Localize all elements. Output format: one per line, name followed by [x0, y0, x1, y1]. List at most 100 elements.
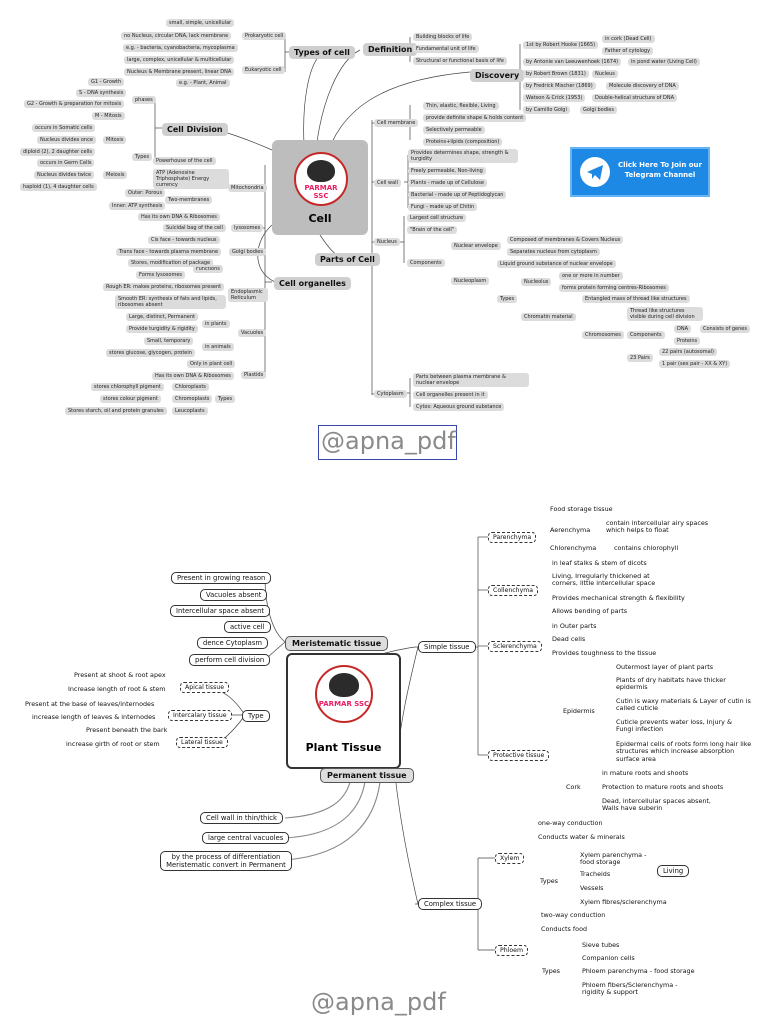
prok-item-1: small, simple, unicellular	[166, 19, 235, 27]
epi-item-1: Outermost layer of plant parts	[616, 663, 714, 671]
er-item-1: Rough ER: makes proteins, ribosomes pres…	[103, 283, 225, 291]
xylem-type-4: Xylem fibres/sclerenchyma	[580, 898, 667, 906]
lysosomes-node: lysosomes	[231, 224, 264, 232]
plant-title: Plant Tissue	[305, 741, 382, 754]
par-item-1: Food storage tissue	[550, 505, 613, 513]
type-node: Type	[242, 710, 270, 722]
chloro-desc: stores chlorophyll pigment	[91, 383, 164, 391]
perm-item-1: Cell wall in thin/thick	[200, 812, 283, 824]
scl-item-2: Dead cells	[552, 635, 586, 643]
disc-item-2: by Antonie van Leeuwenhoek (1674)	[523, 58, 622, 66]
apical-node: Apical tissue	[180, 682, 230, 693]
nucleus-item-1: Largest cell structure	[407, 214, 467, 222]
mitosis-node: Mitosis	[103, 136, 127, 144]
collenchyma-node: Collenchyma	[488, 585, 539, 596]
perm-item-2: large central vacuoles	[202, 832, 290, 844]
proteins-node: Proteins	[674, 337, 701, 345]
par-item-2: Aerenchyma	[550, 526, 591, 534]
nucleolus-node: Nucleolus	[521, 278, 552, 286]
cyto-item-2: Cell organelles present in it	[413, 391, 488, 399]
in-plants-node: in plants	[202, 320, 230, 328]
components2-node: Components	[627, 331, 665, 339]
membrane-item-2: provide definite shape & holds content	[423, 114, 527, 122]
dna-right: Consists of genes	[700, 325, 750, 333]
prokaryotic-node: Prokaryotic cell	[242, 32, 287, 40]
disc-item-3: by Robert Brown (1831)	[523, 70, 589, 78]
chromatin-item: Entangled mass of thread like structures	[582, 295, 690, 303]
meiosis-item-3: haploid (1), 4 daughter cells	[20, 183, 97, 191]
epi-item-5: Epidermal cells of roots form long hair …	[616, 740, 752, 763]
mitosis-item-3: diploid (2), 2 daughter cells	[20, 148, 96, 156]
sclerenchyma-node: Sclerenchyma	[488, 641, 542, 652]
mer-item-3: Intercellular space absent	[170, 605, 271, 617]
dna-node: DNA	[674, 325, 692, 333]
protective-node: Protective tissue	[488, 750, 550, 761]
apical-item-2: Increase length of root & stem	[68, 685, 166, 693]
nucleus-node: Nucleus	[374, 238, 400, 246]
leuco-node: Leucoplasts	[172, 407, 208, 415]
def-item-2: Fundamental unit of life	[413, 45, 479, 53]
membrane-item-1: Thin, elastic, flexible, Living	[423, 102, 499, 110]
lateral-item-2: increase girth of root or stem	[66, 740, 160, 748]
telegram-join-button[interactable]: Click Here To Join our Telegram Channel	[570, 147, 710, 197]
col-item-1: in leaf stalks & stem of dicots	[552, 559, 647, 567]
mitosis-item-1: occurs in Somatic cells	[32, 124, 96, 132]
scl-item-1: in Outer parts	[552, 622, 597, 630]
in-animals-node: in animals	[202, 343, 234, 351]
phloem-item-2: Conducts food	[541, 925, 588, 933]
phloem-type-4: Phloem fibers/Sclerenchyma - rigidity & …	[582, 981, 678, 997]
phase-g1: G1 - Growth	[88, 78, 125, 86]
vac-plant-1: Large, distinct, Permanent	[126, 313, 199, 321]
wall-item-4: Bacterial - made up of Peptidoglycan	[408, 191, 507, 199]
plant-logo-text: PARMAR SSC	[318, 700, 370, 708]
chromatin-node: Chromatin material	[521, 313, 576, 321]
euk-item-3: e.g. - Plant, Animal	[176, 79, 230, 87]
golgi-item-1: Cis face - towards nucleus	[148, 236, 220, 244]
prok-item-3: e.g. - bacteria, cyanobacteria, mycoplas…	[123, 44, 238, 52]
meiosis-item-1: occurs in Germ Cells	[37, 159, 95, 167]
epi-item-2: Plants of dry habitats have thicker epid…	[616, 676, 726, 692]
func-item-2: Forms lysosomes	[136, 271, 186, 279]
permanent-node: Permanent tissue	[320, 768, 414, 783]
cork-item-1: in mature roots and shoots	[602, 769, 689, 777]
disc-item-6: by Camillo Golgi	[523, 106, 570, 114]
envelope-node: Nuclear envelope	[451, 242, 501, 250]
pairs-node: 23 Pairs	[627, 354, 653, 362]
membrane-item-4: Proteins+lipids (composition)	[423, 138, 503, 146]
meiosis-item-2: Nucleus divides twice	[34, 171, 95, 179]
inter-item-1: Present at the base of leaves/internodes	[25, 700, 155, 708]
chromo-node: Chromoplasts	[172, 395, 213, 403]
wall-item-2: Freely permeable, Non-living	[408, 167, 486, 175]
xylem-item-2: Conducts water & minerals	[538, 833, 625, 841]
plastid-item-1: Only in plant cell	[187, 360, 236, 368]
disc-right-6: Double-helical structure of DNA	[592, 94, 678, 102]
disc-right-1: in cork (Dead Cell)	[602, 35, 655, 43]
two-membranes-node: Two-membranes	[165, 196, 213, 204]
meiosis-node: Meiosis	[103, 171, 128, 179]
nucleoplasm-node: Nucleoplasm	[451, 277, 490, 285]
plastid-item-2: Has its own DNA & Ribosomes	[152, 372, 234, 380]
xylem-types-node: Types	[540, 877, 559, 885]
telegram-text: Click Here To Join our Telegram Channel	[618, 161, 702, 179]
meristematic-node: Meristematic tissue	[285, 636, 389, 651]
disc-item-1: 1st by Robert Hooke (1665)	[523, 41, 599, 49]
func-item-1: Stores, modification of package	[128, 259, 214, 267]
plastid-types-node: Types	[215, 395, 236, 403]
golgi-item-2: Trans face - towards plasma membrane	[116, 248, 222, 256]
cell-organelles-node: Cell organelles	[274, 277, 351, 290]
xylem-type-1: Xylem parenchyma - food storage	[580, 851, 647, 867]
logo-text: PARMAR SSC	[304, 184, 338, 200]
mitosis-item-2: Nucleus divides once	[37, 136, 96, 144]
col-item-4: Allows bending of parts	[552, 607, 628, 615]
epi-item-3: Cutin is waxy materials & Layer of cutin…	[616, 697, 751, 713]
plant-bear-logo-icon: PARMAR SSC	[315, 665, 373, 723]
plant-center-node: PARMAR SSC Plant Tissue	[286, 653, 401, 769]
par-item-3: Chlorenchyma	[550, 544, 597, 552]
plastids-node: Plastids	[241, 371, 267, 379]
vac-plant-2: Provide turgidity & rigidity	[126, 325, 198, 333]
def-item-3: Structural or functional basis of life	[413, 57, 507, 65]
wall-item-1: Provides determines shape, strength & tu…	[408, 149, 518, 163]
chloro-node: Chloroplasts	[172, 383, 209, 391]
bear-logo-icon: PARMAR SSC	[294, 152, 348, 206]
